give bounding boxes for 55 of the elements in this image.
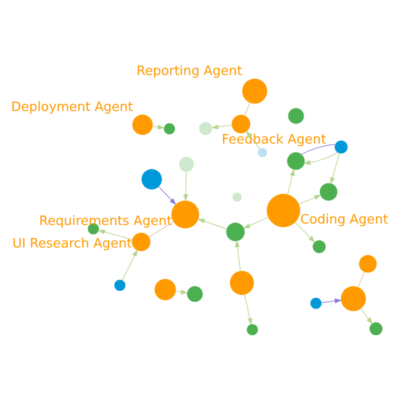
node-circle [171,200,200,228]
node-circle [114,280,126,291]
arrow [158,186,176,206]
node-circle [232,192,242,202]
node-label: Requirements Agent [39,214,172,229]
node-circle [340,286,366,312]
connector [358,272,365,288]
arrow [183,172,188,202]
node-circle [230,270,254,295]
arrow [198,218,227,230]
node-circle [312,240,326,254]
arrow [243,217,268,228]
arrow [303,152,338,165]
node-circle [199,122,212,135]
node-label: Feedback Agent [222,132,326,148]
arrow [211,124,232,130]
arrow [152,124,165,130]
node-label: UI Research Agent [12,236,132,252]
arrow [244,294,252,326]
node-label: Deployment Agent [11,100,133,116]
node-circle [320,183,338,201]
node-circle [266,194,300,228]
node-circle [334,140,348,154]
arrow [246,130,260,150]
node-circle [132,232,150,252]
connector [244,102,250,116]
node-circle [246,324,258,336]
node-circle [132,114,153,135]
node-circle [370,322,383,336]
node-circle [232,114,250,134]
arrow [360,308,373,324]
node-circle [310,298,322,309]
node-circle [288,108,304,124]
node-circle [164,123,175,134]
arrow [321,298,342,304]
arrow [287,168,295,194]
node-circle [154,278,176,300]
node-circle [359,255,377,273]
node-circle [187,286,203,302]
connector [148,222,174,238]
node-circle [242,78,268,104]
node-circle [258,148,268,158]
connector [302,144,336,155]
arrow [298,194,322,204]
node-label: Coding Agent [300,212,388,228]
arrow [98,230,132,240]
node-circle [142,169,162,190]
arrow [295,222,316,243]
node-label: Reporting Agent [136,64,242,80]
node-circle [179,156,194,172]
arrow [234,240,241,272]
node-circle [287,152,305,170]
arrow [330,153,340,184]
arrow [122,249,138,280]
node-circle [226,222,245,242]
